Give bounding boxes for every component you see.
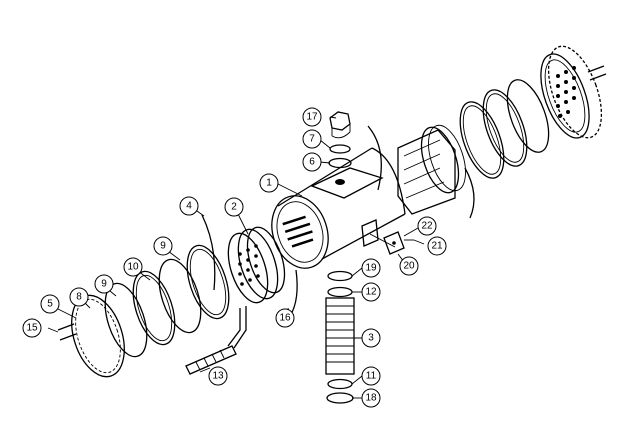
end-plate-holes: [556, 66, 576, 118]
callout-label: 9: [160, 241, 166, 252]
callout-label: 9: [101, 279, 107, 290]
callout-label: 4: [186, 201, 192, 212]
callout-21: 21: [427, 236, 447, 256]
top-nut-and-seals: [328, 111, 352, 169]
main-shell: [271, 147, 406, 269]
callout-label: 16: [279, 313, 291, 324]
callout-label: 13: [212, 371, 224, 382]
tube-sheet-slots: [282, 215, 314, 248]
callout-label: 2: [231, 202, 237, 213]
callout-17: 17: [302, 107, 322, 127]
callout-11: 11: [361, 366, 381, 386]
callout-13: 13: [208, 366, 228, 386]
callout-7: 7: [302, 129, 322, 149]
callout-22: 22: [417, 216, 437, 236]
callout-label: 8: [76, 292, 82, 303]
callout-10: 10: [123, 257, 143, 277]
right-end-assembly: [367, 45, 607, 219]
callout-label: 5: [47, 299, 53, 310]
callout-label: 19: [365, 263, 377, 274]
callout-label: 3: [368, 333, 374, 344]
callout-label: 1: [266, 178, 272, 189]
leader-lines: [47, 116, 425, 399]
callout-label: 17: [306, 112, 318, 123]
callout-3: 3: [361, 328, 381, 348]
callout-9-left: 9: [94, 274, 114, 294]
callout-2: 2: [224, 197, 244, 217]
callout-8: 8: [69, 287, 89, 307]
lower-arc-element: [289, 269, 298, 317]
callout-label: 7: [309, 134, 315, 145]
callout-18: 18: [361, 388, 381, 408]
callout-label: 22: [421, 221, 433, 232]
callout-16: 16: [275, 308, 295, 328]
left-end-assembly: [57, 214, 286, 378]
callout-label: 12: [365, 287, 377, 298]
lower-filter-stack: [325, 270, 355, 404]
callout-1: 1: [259, 173, 279, 193]
callout-20: 20: [399, 256, 419, 276]
callout-label: 15: [26, 323, 38, 334]
callout-label: 11: [366, 371, 377, 382]
callout-15: 15: [22, 318, 42, 338]
callout-5: 5: [40, 294, 60, 314]
callout-6: 6: [302, 152, 322, 172]
callout-label: 10: [127, 262, 139, 273]
callout-label: 18: [365, 393, 377, 404]
callout-9-upper: 9: [153, 236, 173, 256]
filter-ribs: [326, 305, 354, 363]
tube-sheet-holes: [238, 244, 260, 286]
callout-19: 19: [361, 258, 381, 278]
callout-4: 4: [179, 196, 199, 216]
heater-element: [185, 345, 237, 375]
callout-label: 6: [309, 157, 315, 168]
callout-12: 12: [361, 282, 381, 302]
callout-label: 20: [403, 261, 415, 272]
callout-label: 21: [431, 241, 443, 252]
side-bracket: [383, 231, 414, 255]
